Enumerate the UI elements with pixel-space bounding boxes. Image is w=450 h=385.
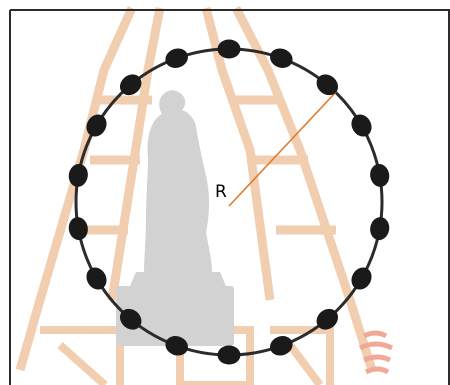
bead <box>270 336 293 356</box>
radius-line <box>228 91 337 207</box>
bead <box>68 217 88 241</box>
beads-group <box>68 39 390 365</box>
bead <box>370 217 390 241</box>
watermark-red-mark <box>358 330 394 375</box>
bead <box>370 163 390 187</box>
bead <box>119 308 142 330</box>
bead <box>119 74 142 96</box>
statue-silhouette <box>116 90 234 346</box>
bead <box>316 308 339 330</box>
bead <box>351 267 372 290</box>
radius-label: R <box>215 182 227 202</box>
bead <box>351 114 372 137</box>
bead <box>316 74 339 96</box>
bead <box>86 267 107 290</box>
frame-border <box>9 9 450 385</box>
watermark-right-tower <box>201 5 377 372</box>
bead <box>86 114 107 137</box>
bead <box>165 336 188 356</box>
bead <box>165 48 188 68</box>
bead <box>217 345 241 365</box>
bead <box>68 163 88 187</box>
university-seal-watermark <box>15 5 394 385</box>
bead <box>270 48 293 68</box>
bead <box>217 39 241 59</box>
